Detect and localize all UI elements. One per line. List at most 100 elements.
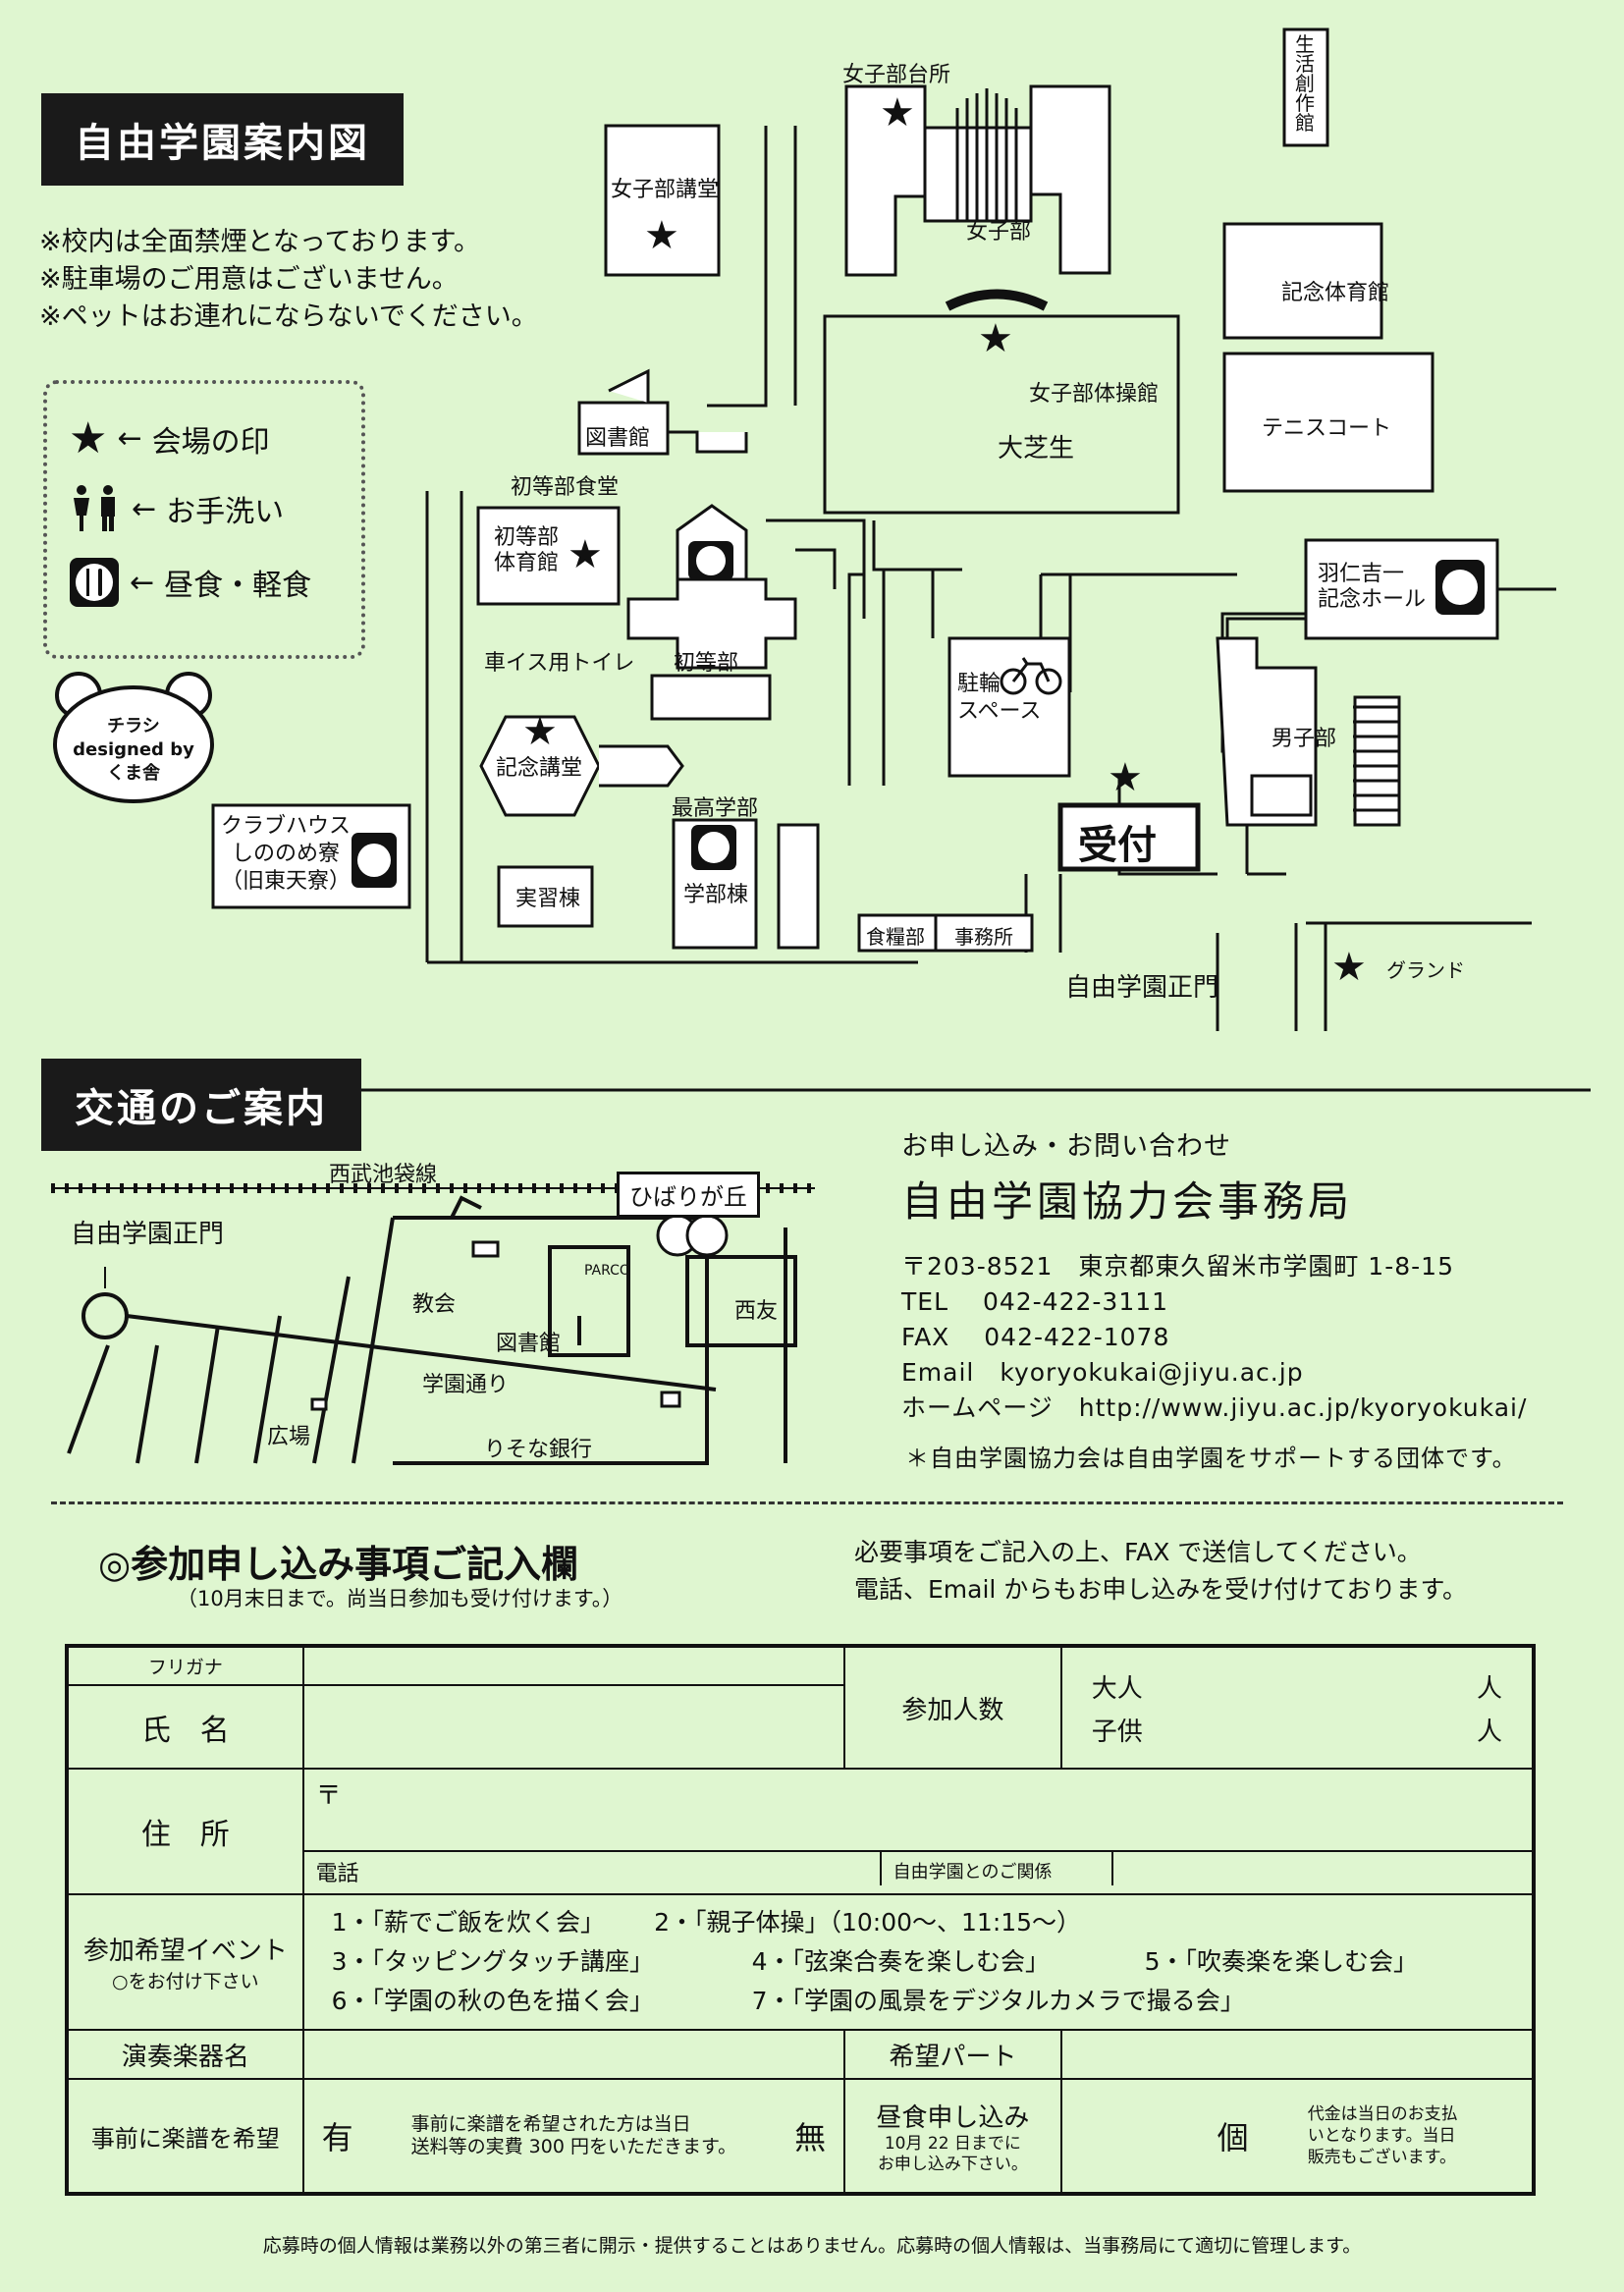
label-shoto: 初等部 [674,651,739,676]
instrument-field[interactable] [301,2029,846,2081]
label-joshi-kodo: 女子部講堂 [611,178,720,202]
credit-line: designed by [73,739,194,760]
legend-label: 昼食・軽食 [164,569,312,603]
event-label-text: 参加希望イベント [82,1937,288,1966]
credit-line: くま舎 [107,763,160,784]
events-field[interactable]: 1・「薪でご飯を炊く会」 2・「親子体操」（10:00～、11:15～） 3・「… [301,1892,1536,2032]
application-form: フリガナ 参加人数 大人 人 子供 人 氏 名 住 所 〒 電話 自由学園とのご… [65,1644,1536,2196]
access-parco-label: PARCO [584,1263,630,1279]
legend-label: お手洗い [166,495,285,529]
label-ground: グランド [1386,958,1465,982]
adult-label: 大人 [1091,1673,1143,1704]
form-subtitle: （10月末日まで。尚当日参加も受け付けます。） [177,1587,623,1610]
label-shoto-taiikukan: 初等部 体育館 [494,525,560,575]
contact-office: 自由学園協力会事務局 [901,1177,1354,1226]
lunch-label-text: 昼食申し込み [876,2102,1030,2133]
name-label: 氏 名 [66,1684,304,1771]
phone-field[interactable]: 電話 [304,1852,882,1886]
contact-homepage[interactable]: ホームページ http://www.jiyu.ac.jp/kyoryokukai… [901,1393,1528,1422]
label-saiko: 最高学部 [672,796,759,821]
label-kinen-kodo: 記念講堂 [496,756,583,781]
legend-restroom: ← お手洗い [69,484,284,533]
svg-text:★: ★ [522,709,558,754]
score-no-option[interactable]: 無 [794,2119,827,2157]
legend-venue: ★ ← 会場の印 [69,413,270,464]
access-section-title: 交通のご案内 [41,1059,361,1151]
lunch-field[interactable]: 個 代金は当日のお支払 いとなります。当日 販売もございます。 [1059,2078,1536,2195]
label-gakubu: 学部棟 [683,883,749,907]
event-option[interactable]: 4・「弦楽合奏を楽しむ会」 [751,1947,1051,1976]
access-plaza-label: 広場 [267,1425,311,1449]
score-yes-option[interactable]: 有 [321,2119,353,2157]
access-church-label: 教会 [412,1292,457,1317]
credit-badge: チラシ designed by くま舎 [51,668,216,805]
score-request-label: 事前に楽譜を希望 [66,2078,304,2195]
person-unit: 人 [1476,1717,1502,1747]
event-option[interactable]: 6・「学園の秋の色を描く会」 [331,1987,655,2015]
event-option[interactable]: 1・「薪でご飯を炊く会」 [331,1908,606,1937]
label-joshi-taisojo: 女子部体操館 [1029,382,1160,407]
lunch-note: 10月 22 日までに お申し込み下さい。 [877,2133,1028,2174]
access-street-label: 学園通り [422,1373,510,1397]
legend-label: 会場の印 [151,424,270,460]
access-bank-label: りそな銀行 [484,1438,593,1462]
label-kuruma-toilet: 車イス用トイレ [484,651,635,676]
label-seikatsu: 生活創作館 [1295,32,1315,135]
part-field[interactable] [1059,2029,1536,2081]
address-field[interactable]: 〒 電話 自由学園とのご関係 [301,1768,1536,1895]
label-joshi: 女子部 [966,220,1032,245]
relation-label: 自由学園とのご関係 [882,1852,1113,1886]
restroom-icon [74,485,115,531]
child-label: 子供 [1091,1717,1143,1747]
payment-note: 代金は当日のお支払 いとなります。当日 販売もございます。 [1307,2104,1458,2168]
label-toshokan: 図書館 [585,426,651,451]
participants-label: 参加人数 [843,1644,1062,1771]
svg-text:★: ★ [880,90,915,136]
event-option[interactable]: 5・「吹奏楽を楽しむ会」 [1144,1947,1419,1976]
label-shokuryo: 食糧部 [866,925,925,949]
event-option[interactable]: 7・「学園の風景をデジタルカメラで撮る会」 [751,1987,1245,2015]
lunch-label: 昼食申し込み 10月 22 日までに お申し込み下さい。 [843,2078,1062,2195]
form-title: ◎参加申し込み事項ご記入欄 [98,1543,579,1586]
event-sub-text: ○をお付け下さい [112,1971,259,1992]
campus-map: ★ ★ ★ ★ ★ ★ ★ [211,27,1591,1092]
event-label: 参加希望イベント ○をお付け下さい [66,1892,304,2032]
participants-field[interactable]: 大人 人 子供 人 [1059,1644,1536,1771]
contact-tel: TEL 042-422-3111 [901,1287,1169,1316]
label-daishiba: 大芝生 [998,434,1075,464]
label-jisshu: 実習棟 [515,887,581,911]
legend-meal: ← 昼食・軽食 [69,557,311,608]
contact-heading: お申し込み・お問い合わせ [901,1131,1231,1162]
score-request-field[interactable]: 有 事前に楽譜を希望された方は当日 送料等の実費 300 円をいただきます。 無 [301,2078,846,2195]
contact-address: 〒203-8521 東京都東久留米市学園町 1-8-15 [901,1252,1454,1281]
lunch-count-unit: 個 [1217,2119,1249,2157]
score-note: 事前に楽譜を希望された方は当日 送料等の実費 300 円をいただきます。 [410,2113,737,2158]
relation-field[interactable] [1113,1852,1532,1885]
privacy-footer: 応募時の個人情報は業務以外の第三者に開示・提供することはありません。応募時の個人… [262,2235,1362,2257]
star-icon: ★ [69,413,108,464]
event-option[interactable]: 2・「親子体操」（10:00～、11:15～） [654,1908,1082,1937]
map-legend: ★ ← 会場の印 ← お手洗い ← 昼食・軽食 [43,380,365,659]
name-field[interactable] [301,1684,846,1771]
instruction-line: 電話、Email からもお申し込みを受け付けております。 [854,1575,1468,1604]
event-option[interactable]: 3・「タッピングタッチ講座」 [331,1947,655,1976]
instrument-label: 演奏楽器名 [66,2029,304,2081]
svg-text:★: ★ [568,532,603,577]
label-uketsuke: 受付 [1078,823,1157,868]
note-no-pets: ※ペットはお連れにならないでください。 [39,301,538,332]
postal-mark: 〒 [315,1781,342,1812]
cut-line [51,1501,1563,1504]
label-club-house: クラブハウス しののめ寮 （旧東天寮） [221,814,352,894]
access-library-label: 図書館 [496,1332,562,1356]
furigana-label: フリガナ [66,1644,304,1687]
map-section-title: 自由学園案内図 [41,93,404,186]
contact-note: ＊自由学園協力会は自由学園をサポートする団体です。 [905,1445,1517,1472]
label-kinen-taiikukan: 記念体育館 [1281,281,1390,305]
furigana-field[interactable] [301,1644,846,1687]
label-jimusho: 事務所 [954,925,1013,949]
access-station-label: ひばりが丘 [617,1172,760,1218]
access-seimon-label: 自由学園正門 [71,1220,225,1249]
svg-text:★: ★ [1108,755,1143,800]
access-line-label: 西武池袋線 [329,1163,438,1187]
contact-email[interactable]: Email kyoryokukai@jiyu.ac.jp [901,1358,1304,1387]
